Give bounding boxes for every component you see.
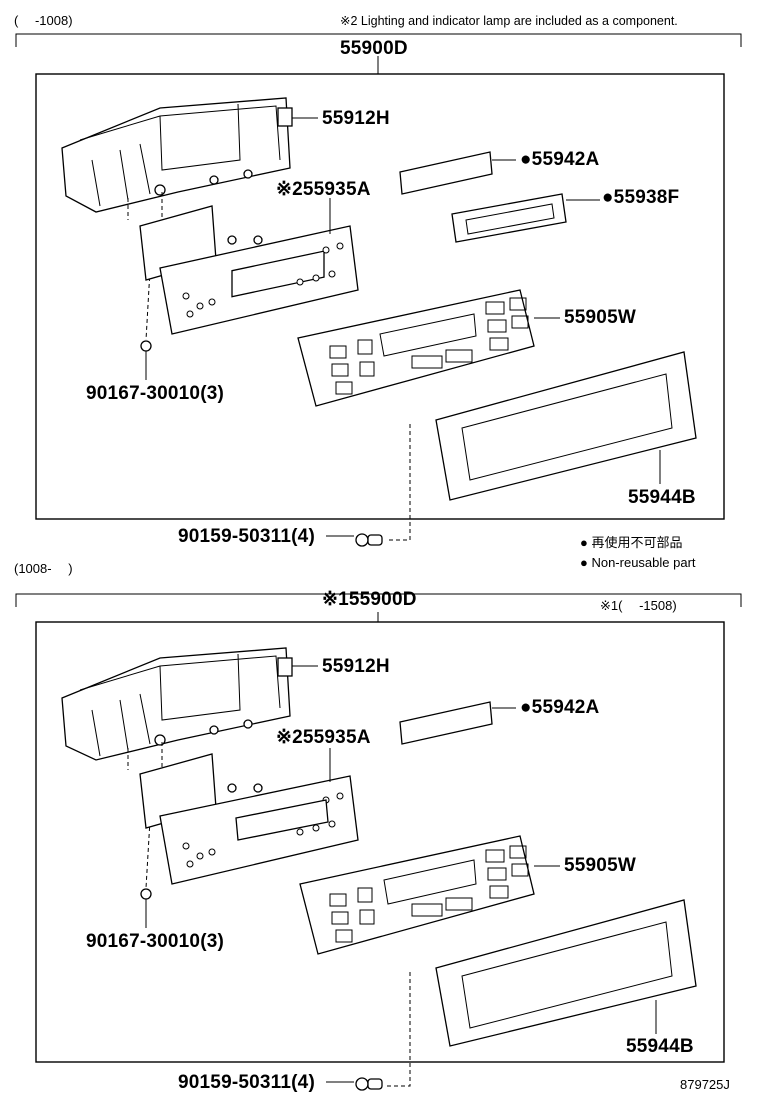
- top-range-label: ( -1008): [14, 13, 73, 28]
- top-part-55938F[interactable]: ●55938F: [602, 187, 680, 208]
- bottom-range-label: (1008- ): [14, 561, 73, 576]
- top-part-55935A[interactable]: ※255935A: [276, 179, 371, 200]
- top-lens-drawing: [451, 193, 567, 243]
- bottom-section-art: [15, 593, 742, 1091]
- top-board-drawing: [139, 205, 359, 335]
- bottom-part-90159[interactable]: 90159-50311(4): [178, 1072, 315, 1093]
- bottom-part-55912H[interactable]: 55912H: [322, 656, 390, 677]
- top-screw1-drawing: [140, 340, 152, 364]
- bottom-screw2-drawing: [355, 1077, 383, 1091]
- top-assembly-box: [35, 73, 725, 520]
- bottom-part-55944B[interactable]: 55944B: [626, 1036, 694, 1057]
- bottom-screw1-drawing: [140, 888, 152, 912]
- bottom-assembly-number[interactable]: ※155900D: [322, 589, 417, 610]
- top-part-90159[interactable]: 90159-50311(4): [178, 526, 315, 547]
- top-part-55942A[interactable]: ●55942A: [520, 149, 600, 170]
- top-film-drawing: [399, 151, 493, 195]
- bottom-assembly-box: [35, 621, 725, 1063]
- bottom-part-55905W[interactable]: 55905W: [564, 855, 636, 876]
- bottom-film-drawing: [399, 701, 493, 745]
- top-part-90167[interactable]: 90167-30010(3): [86, 383, 225, 404]
- bottom-panel-drawing: [299, 835, 535, 955]
- bottom-part-55942A[interactable]: ●55942A: [520, 697, 600, 718]
- bottom-bracket-drawing: [61, 647, 293, 761]
- bottom-header-bracket: [15, 593, 742, 607]
- bottom-part-55935A[interactable]: ※255935A: [276, 727, 371, 748]
- bottom-range-note: ※1( -1508): [600, 598, 677, 613]
- top-assembly-number[interactable]: 55900D: [340, 38, 408, 59]
- top-header-bracket: [15, 33, 742, 47]
- top-part-55912H[interactable]: 55912H: [322, 108, 390, 129]
- top-part-55905W[interactable]: 55905W: [564, 307, 636, 328]
- top-part-55944B[interactable]: 55944B: [628, 487, 696, 508]
- top-bezel-drawing: [435, 351, 697, 501]
- bottom-bezel-drawing: [435, 899, 697, 1047]
- bottom-board-drawing: [139, 753, 359, 885]
- top-section-art: [15, 33, 742, 547]
- top-screw2-drawing: [355, 533, 383, 547]
- top-component-note: ※2 Lighting and indicator lamp are inclu…: [340, 14, 678, 28]
- bottom-part-90167[interactable]: 90167-30010(3): [86, 931, 225, 952]
- top-bracket-drawing: [61, 97, 293, 213]
- figure-id: 879725J: [680, 1077, 730, 1092]
- top-panel-drawing: [297, 289, 535, 407]
- legend-jp: ● 再使用不可部品: [580, 535, 683, 550]
- legend-en: ● Non-reusable part: [580, 555, 696, 570]
